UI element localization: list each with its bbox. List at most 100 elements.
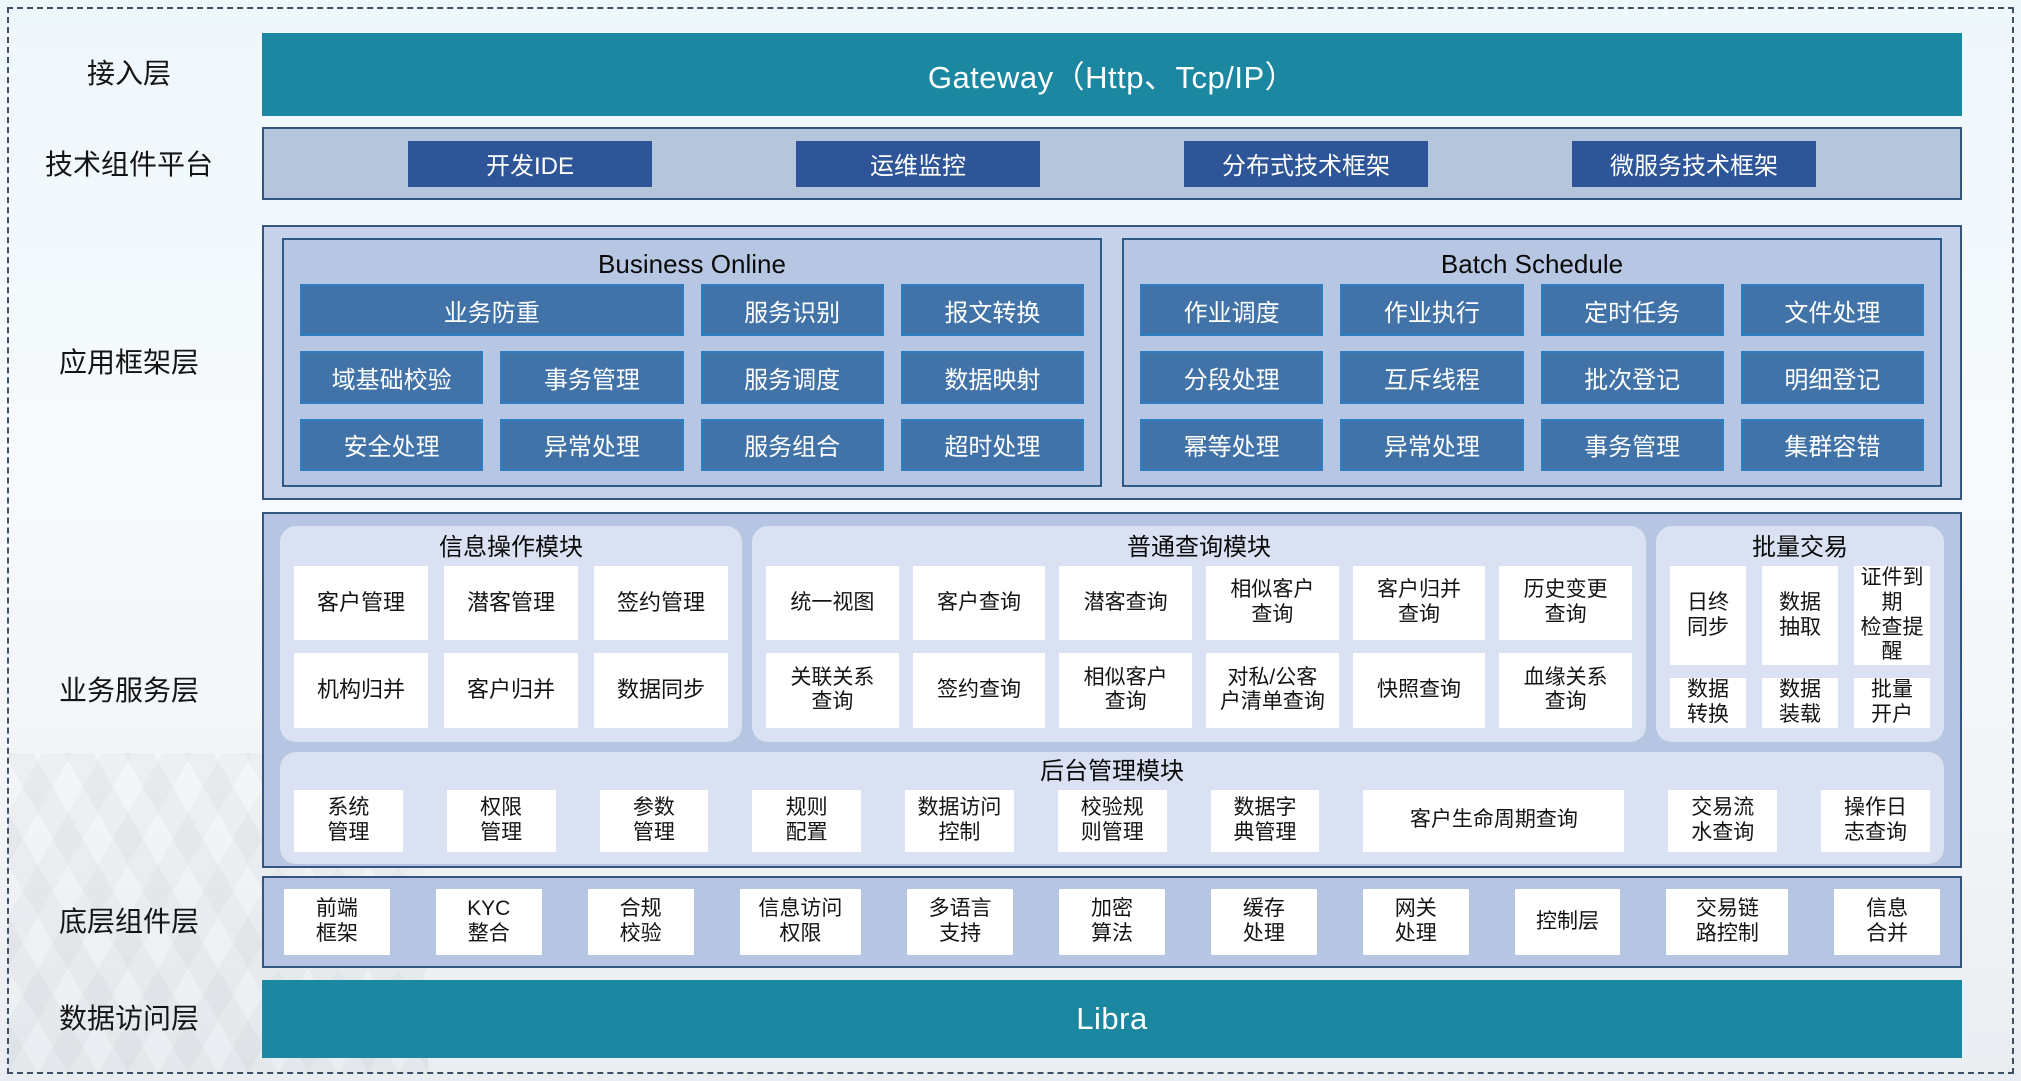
tech-node-microservice-fw: 微服务技术框架 (1572, 140, 1816, 187)
base-node: 控制层 (1514, 889, 1621, 955)
tech-node-dev-ide: 开发IDE (408, 140, 652, 187)
info-node: 数据同步 (594, 653, 728, 728)
info-module-title: 信息操作模块 (439, 534, 583, 561)
gateway-label: Gateway（Http、Tcp/IP） (927, 60, 1297, 95)
business-online-grid: 业务防重 服务识别 报文转换 域基础校验 事务管理 服务调度 数据映射 安全处理… (300, 284, 1084, 471)
libra-bar: Libra (262, 980, 1962, 1058)
bs-node: 集群容错 (1740, 418, 1924, 471)
query-node: 客户查询 (912, 566, 1046, 641)
layer-label-data-access: 数据访问层 (58, 1003, 199, 1034)
trade-node: 证件到期 检查提醒 (1854, 566, 1930, 666)
base-node: 信息访问 权限 (739, 889, 862, 955)
general-query-module: 普通查询模块 统一视图 客户查询 潜客查询 相似客户 查询 客户归并 查询 历史… (752, 526, 1646, 742)
query-node: 相似客户 查询 (1059, 653, 1192, 728)
base-node: 前端 框架 (284, 889, 390, 955)
bo-node: 异常处理 (500, 418, 684, 471)
trade-node: 日终 同步 (1670, 566, 1746, 666)
admin-node: 数据访问 控制 (905, 789, 1014, 852)
query-node: 关联关系 查询 (766, 653, 899, 728)
admin-node: 系统 管理 (294, 789, 403, 852)
bo-node: 数据映射 (900, 351, 1084, 404)
admin-node: 数据字 典管理 (1210, 789, 1320, 852)
info-node: 客户归并 (444, 653, 578, 728)
bs-node: 文件处理 (1740, 284, 1924, 337)
bo-node: 报文转换 (900, 284, 1084, 337)
bo-node: 超时处理 (900, 418, 1084, 471)
bo-node: 服务识别 (700, 284, 884, 337)
layer-label-tech: 技术组件平台 (44, 149, 213, 180)
base-node: 加密 算法 (1059, 889, 1165, 955)
admin-node: 规则 配置 (752, 789, 862, 852)
bs-node: 批次登记 (1540, 351, 1724, 404)
business-service-panel: 信息操作模块 客户管理 潜客管理 签约管理 机构归并 客户归并 数据同步 普通查… (262, 512, 1962, 868)
bs-node: 事务管理 (1540, 418, 1724, 471)
base-node: 合规 校验 (587, 889, 694, 955)
bs-node: 分段处理 (1140, 351, 1324, 404)
business-online-panel: Business Online 业务防重 服务识别 报文转换 域基础校验 事务管… (282, 238, 1102, 487)
layer-label-service: 业务服务层 (58, 675, 199, 706)
bo-node: 域基础校验 (300, 351, 484, 404)
layer-label-app: 应用框架层 (58, 347, 199, 378)
info-module-grid: 客户管理 潜客管理 签约管理 机构归并 客户归并 数据同步 (294, 566, 728, 728)
layer-label-access: 接入层 (86, 58, 171, 89)
layer-label-base: 底层组件层 (58, 906, 199, 937)
trade-node: 数据 转换 (1670, 678, 1746, 728)
admin-module-title: 后台管理模块 (1040, 757, 1184, 785)
info-operation-module: 信息操作模块 客户管理 潜客管理 签约管理 机构归并 客户归并 数据同步 (280, 526, 742, 742)
info-node: 签约管理 (594, 566, 728, 641)
query-node: 历史变更 查询 (1499, 566, 1632, 641)
batch-schedule-grid: 作业调度 作业执行 定时任务 文件处理 分段处理 互斥线程 批次登记 明细登记 … (1140, 284, 1924, 471)
trade-node: 数据 抽取 (1762, 566, 1838, 666)
base-node: KYC 整合 (435, 889, 542, 955)
bs-node: 互斥线程 (1340, 351, 1524, 404)
info-node: 客户管理 (294, 566, 428, 641)
query-module-grid: 统一视图 客户查询 潜客查询 相似客户 查询 客户归并 查询 历史变更 查询 关… (766, 566, 1632, 728)
batch-schedule-title: Batch Schedule (1440, 249, 1624, 279)
admin-node: 校验规 则管理 (1057, 789, 1167, 852)
query-node: 相似客户 查询 (1206, 566, 1339, 641)
bo-node: 服务调度 (700, 351, 884, 404)
trade-node: 数据 装载 (1762, 678, 1838, 728)
base-node: 缓存 处理 (1210, 889, 1317, 955)
gateway-bar: Gateway（Http、Tcp/IP） (262, 33, 1962, 116)
bs-node: 定时任务 (1540, 284, 1724, 337)
query-node: 对私/公客 户清单查询 (1206, 653, 1339, 728)
admin-node: 交易流 水查询 (1668, 789, 1778, 852)
bs-node: 明细登记 (1740, 351, 1924, 404)
admin-module: 后台管理模块 系统 管理 权限 管理 参数 管理 规则 配置 数据访问 控制 校… (280, 751, 1944, 864)
base-node: 网关 处理 (1362, 889, 1469, 955)
app-framework-panel: Business Online 业务防重 服务识别 报文转换 域基础校验 事务管… (262, 225, 1962, 500)
batch-schedule-panel: Batch Schedule 作业调度 作业执行 定时任务 文件处理 分段处理 … (1122, 238, 1942, 487)
batch-trade-grid: 日终 同步 数据 抽取 证件到期 检查提醒 数据 转换 数据 装载 批量 开户 (1670, 566, 1930, 728)
tech-platform-bar: 开发IDE 运维监控 分布式技术框架 微服务技术框架 (262, 127, 1962, 200)
bo-node: 事务管理 (500, 351, 684, 404)
query-node: 客户归并 查询 (1352, 566, 1486, 641)
admin-node: 权限 管理 (446, 789, 556, 852)
bo-node: 业务防重 (300, 284, 684, 337)
bo-node: 服务组合 (700, 418, 884, 471)
service-top-row: 信息操作模块 客户管理 潜客管理 签约管理 机构归并 客户归并 数据同步 普通查… (280, 526, 1944, 742)
query-node: 潜客查询 (1059, 566, 1192, 641)
bs-node: 作业执行 (1340, 284, 1524, 337)
diagram-content: Gateway（Http、Tcp/IP） 开发IDE 运维监控 分布式技术框架 … (262, 0, 1962, 1081)
trade-node: 批量 开户 (1854, 678, 1930, 728)
base-node: 多语言 支持 (907, 889, 1014, 955)
admin-node: 参数 管理 (599, 789, 709, 852)
query-node: 血缘关系 查询 (1499, 653, 1632, 728)
bs-node: 异常处理 (1340, 418, 1524, 471)
admin-node: 操作日 志查询 (1821, 789, 1930, 852)
info-node: 潜客管理 (444, 566, 578, 641)
admin-module-row: 系统 管理 权限 管理 参数 管理 规则 配置 数据访问 控制 校验规 则管理 … (294, 789, 1930, 852)
query-node: 签约查询 (912, 653, 1046, 728)
base-components-bar: 前端 框架 KYC 整合 合规 校验 信息访问 权限 多语言 支持 加密 算法 … (262, 876, 1962, 968)
query-node: 统一视图 (766, 566, 899, 641)
tech-node-distributed-fw: 分布式技术框架 (1184, 140, 1428, 187)
admin-node-customer-lifecycle: 客户生命周期查询 (1363, 789, 1625, 852)
batch-trade-title: 批量交易 (1752, 534, 1848, 561)
base-node: 信息 合并 (1834, 889, 1941, 955)
query-node: 快照查询 (1352, 653, 1486, 728)
tech-node-ops-monitor: 运维监控 (796, 140, 1040, 187)
info-node: 机构归并 (294, 653, 428, 728)
bs-node: 作业调度 (1140, 284, 1324, 337)
